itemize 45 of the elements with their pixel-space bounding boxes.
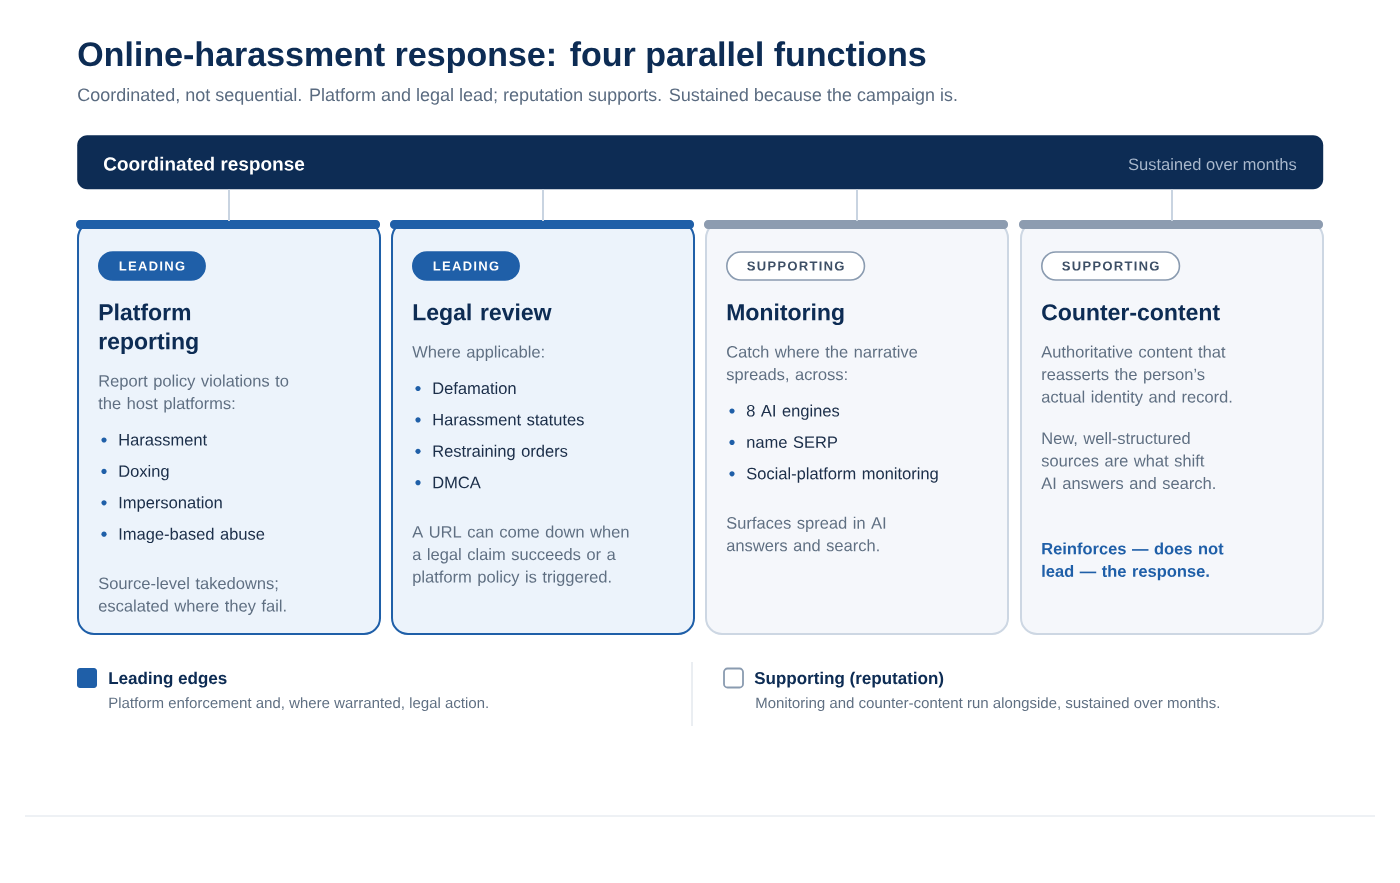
list-item: DMCA — [433, 476, 481, 489]
card-heading: Platform reporting — [99, 303, 198, 355]
card — [1019, 220, 1324, 635]
card-text: Authoritative content that reasserts the person’s actual identity and record. — [1041, 345, 1232, 406]
list-item: Social-platform monitoring — [746, 467, 938, 483]
connector-line — [542, 188, 544, 222]
list-item: Harassment — [119, 434, 208, 446]
list-item: Harassment statutes — [433, 414, 584, 426]
card-text: Source-level takedowns; escalated where they fail. — [98, 577, 286, 615]
card-text: Report policy violations to the host platforms: — [98, 374, 289, 413]
list-item: Impersonation — [119, 496, 222, 512]
card-heading: Legal review — [413, 303, 552, 326]
list-item: Image-based abuse — [119, 527, 265, 544]
badge: SUPPORTING — [726, 251, 866, 281]
banner — [77, 135, 1324, 190]
card-text: A URL can come down when a legal claim succeeds or a platform policy is triggered. — [412, 525, 629, 586]
list-item: name SERP — [747, 436, 837, 448]
card-text: Surfaces spread in AI answers and search. — [726, 516, 886, 552]
card — [76, 220, 381, 635]
connector-line — [228, 188, 230, 222]
legend-description: Platform enforcement and, where warranted, legal action. — [109, 697, 488, 712]
banner-title: Coordinated response — [104, 156, 305, 175]
card-heading: Counter-content — [1042, 304, 1220, 321]
subtitle: Coordinated, not sequential. Platform and legal lead; reputation supports. Sustained because the campaign is. — [78, 87, 957, 105]
badge: SUPPORTING — [1041, 251, 1181, 281]
card — [390, 220, 695, 635]
list-item: Doxing — [119, 464, 169, 481]
legend-description: Monitoring and counter-content run alongside, sustained over months. — [756, 697, 1219, 712]
emphasis-text: Reinforces — does not lead — the response. — [1042, 542, 1224, 581]
connector-line — [856, 188, 858, 222]
card-text: Where applicable: — [412, 345, 544, 361]
card — [704, 220, 1009, 635]
list-item: 8 AI engines — [746, 404, 840, 420]
card-text: Catch where the narrative spreads, across: — [726, 345, 918, 384]
card-heading: Monitoring — [727, 303, 844, 326]
legend-label: Leading edges — [109, 671, 227, 688]
card-text: New, well-structured sources are what shift AI answers and search. — [1041, 432, 1215, 490]
banner-note: Sustained over months — [1128, 158, 1297, 171]
list-item: Restraining orders — [433, 444, 568, 461]
legend-label: Supporting (reputation) — [754, 671, 944, 688]
connector-line — [1171, 188, 1173, 222]
badge: LEADING — [98, 251, 206, 281]
badge: LEADING — [412, 251, 520, 281]
list-item: Defamation — [433, 382, 516, 395]
title: Online-harassment response: four parallel functions — [78, 41, 926, 74]
